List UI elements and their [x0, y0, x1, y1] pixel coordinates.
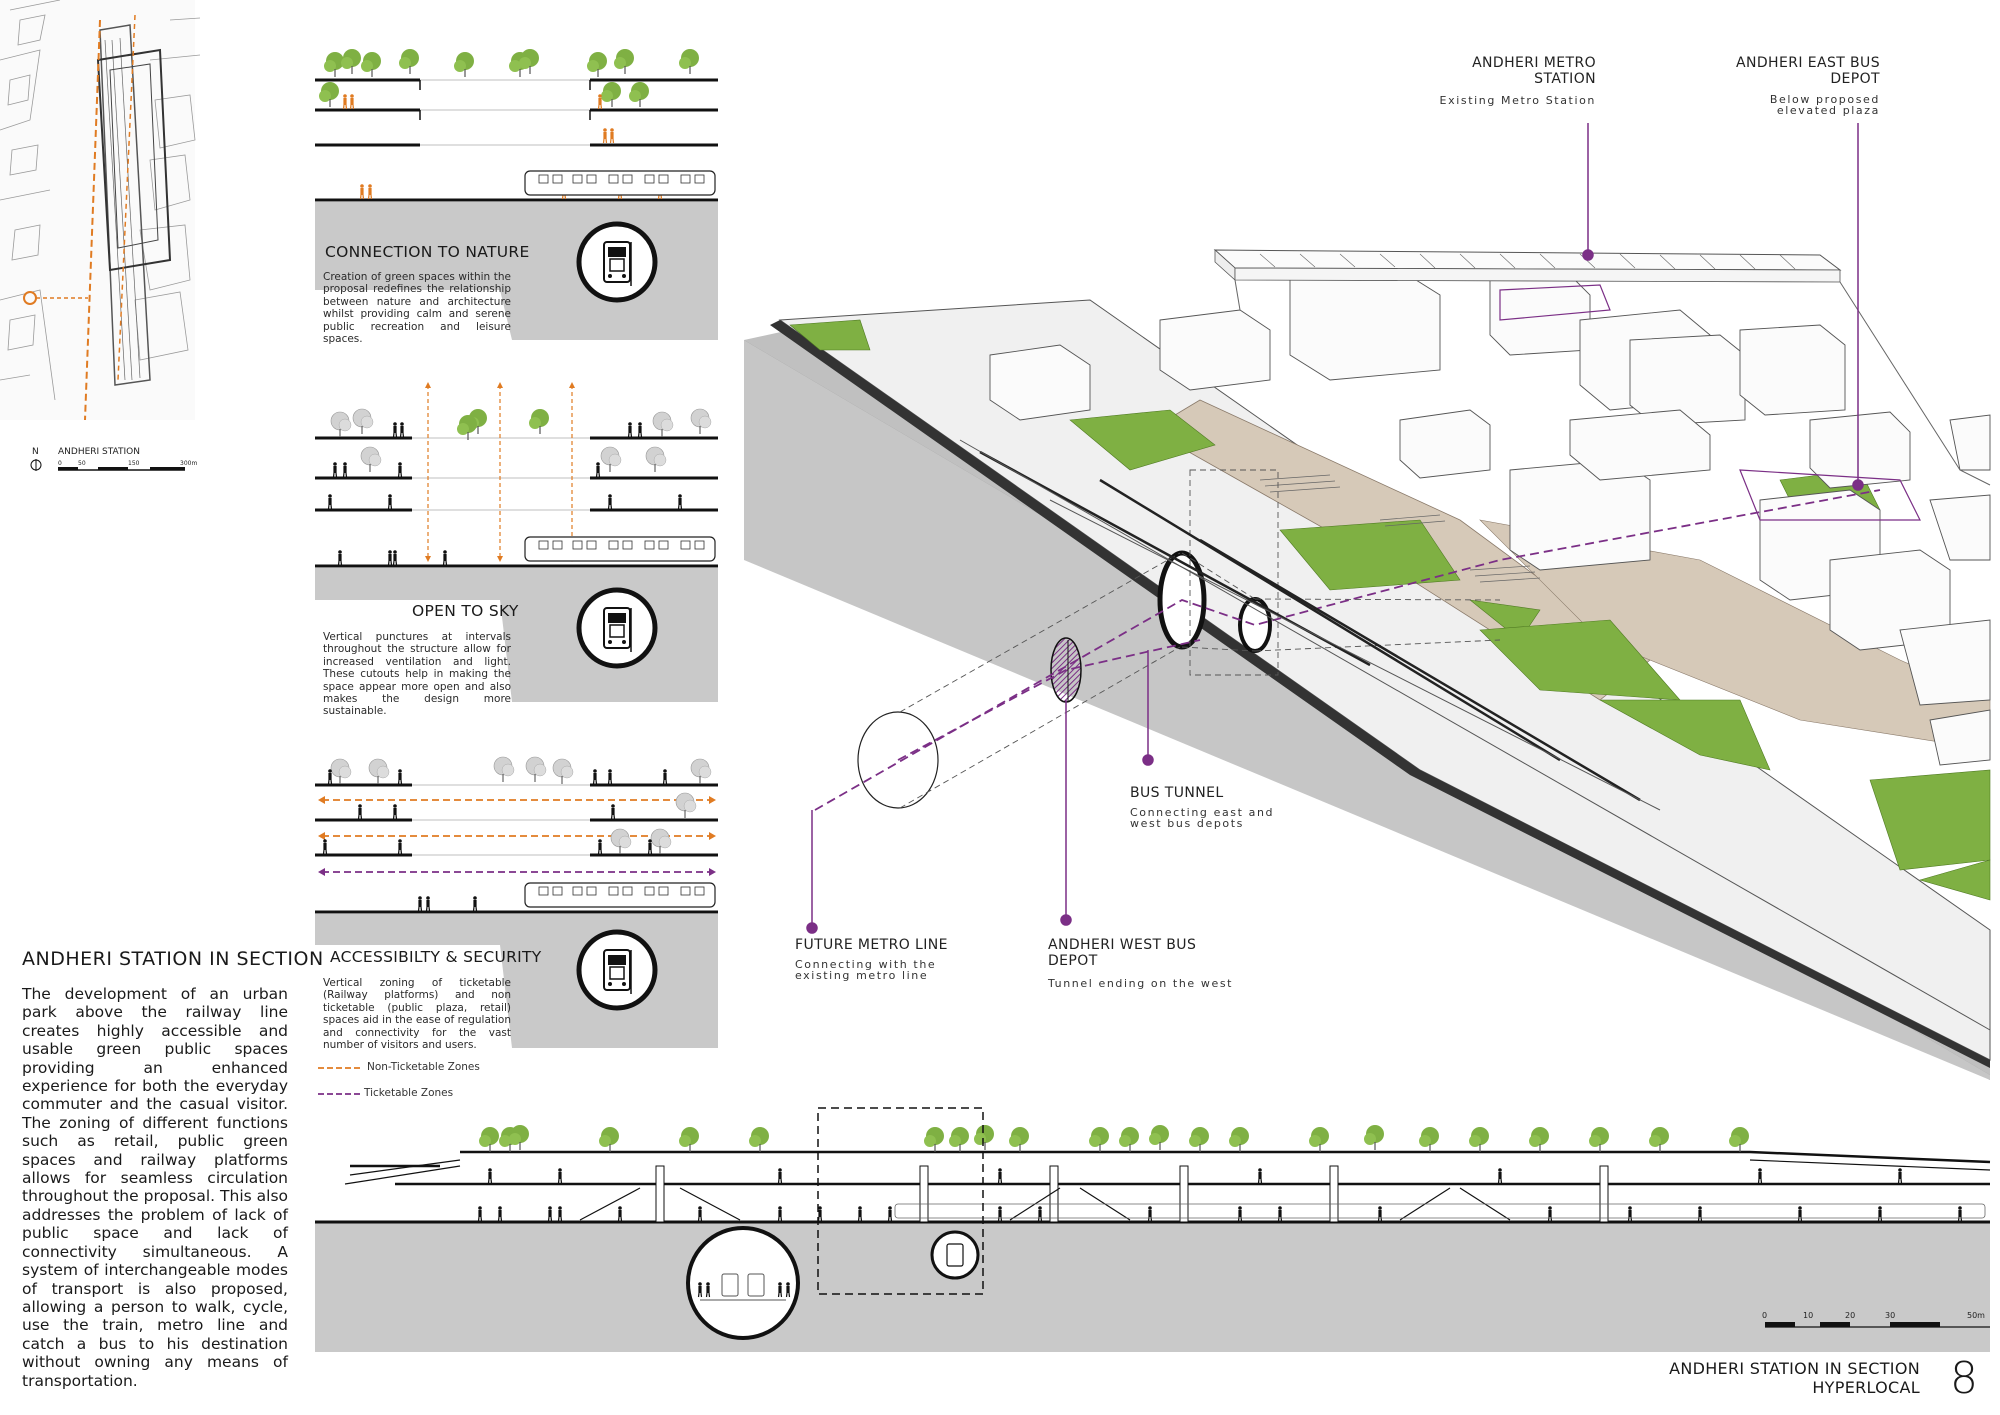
callout-east-depot-sub-1: Below proposed	[1769, 93, 1880, 106]
callout-bus-tunnel: BUS TUNNEL Connecting east and west bus …	[1130, 785, 1310, 829]
panel-sky-body: Vertical punctures at intervals througho…	[323, 631, 511, 718]
panel-access-body: Vertical zoning of ticketable (Railway p…	[323, 977, 511, 1052]
page-number: 8	[1950, 1353, 1978, 1404]
panel-nature-title: CONNECTION TO NATURE	[325, 243, 530, 261]
legend-lines	[318, 1067, 362, 1095]
callout-bus-tunnel-title: BUS TUNNEL	[1130, 785, 1224, 801]
section-scale-1: 10	[1803, 1311, 1814, 1320]
axonometric-view	[744, 123, 1991, 1080]
site-map	[0, 0, 201, 471]
callout-west-depot-sub: Tunnel ending on the west	[1048, 977, 1234, 990]
intro-title: ANDHERI STATION IN SECTION	[22, 948, 324, 970]
legend-non-ticketable: Non-Ticketable Zones	[367, 1061, 480, 1073]
section-scale-4: 50m	[1967, 1311, 1985, 1320]
accessibility-section	[315, 756, 718, 1048]
footer-line-1: ANDHERI STATION IN SECTION	[1669, 1359, 1920, 1378]
callout-metro-line: FUTURE METRO LINE Connecting with the ex…	[795, 937, 995, 981]
callout-metro-station: ANDHERI METRO STATION Existing Metro Sta…	[1420, 55, 1596, 107]
callout-bus-tunnel-sub-1: Connecting east and	[1130, 806, 1275, 819]
callout-east-depot-title-1: ANDHERI EAST BUS	[1736, 55, 1880, 71]
callout-metro-station-sub: Existing Metro Station	[1439, 94, 1596, 107]
north-label: N	[32, 447, 39, 457]
footer-line-2: HYPERLOCAL	[1812, 1378, 1920, 1397]
callout-east-depot-title-2: DEPOT	[1830, 71, 1880, 87]
callout-west-depot: ANDHERI WEST BUS DEPOT Tunnel ending on …	[1048, 937, 1258, 990]
callout-west-depot-title-1: ANDHERI WEST BUS	[1048, 937, 1197, 953]
site-scale-3: 300m	[180, 460, 198, 467]
callout-west-depot-title-2: DEPOT	[1048, 953, 1098, 969]
callout-metro-station-title-2: STATION	[1534, 71, 1596, 87]
legend-ticketable: Ticketable Zones	[364, 1087, 454, 1099]
callout-bus-tunnel-sub-2: west bus depots	[1130, 817, 1244, 830]
long-section	[315, 1107, 1991, 1352]
nature-section	[315, 48, 718, 340]
callout-east-depot: ANDHERI EAST BUS DEPOT Below proposed el…	[1700, 55, 1880, 116]
callout-metro-line-title: FUTURE METRO LINE	[795, 937, 948, 953]
footer-title: ANDHERI STATION IN SECTION HYPERLOCAL	[1620, 1359, 1920, 1397]
panel-nature-body: Creation of green spaces within the prop…	[323, 271, 511, 346]
open-to-sky-section	[315, 382, 718, 702]
callout-east-depot-sub-2: elevated plaza	[1776, 104, 1880, 117]
intro-body: The development of an urban park above t…	[22, 985, 288, 1390]
site-scale-1: 50	[78, 460, 86, 467]
site-station-label: ANDHERI STATION	[58, 447, 140, 457]
section-scale-3: 30	[1885, 1311, 1896, 1320]
site-scale-2: 150	[128, 460, 140, 467]
callout-metro-line-sub-1: Connecting with the	[795, 958, 937, 971]
callout-metro-station-title-1: ANDHERI METRO	[1472, 55, 1596, 71]
callout-metro-line-sub-2: existing metro line	[795, 969, 929, 982]
site-scale-0: 0	[58, 460, 62, 467]
panel-access-title: ACCESSIBILTY & SECURITY	[330, 948, 542, 966]
section-scale-2: 20	[1845, 1311, 1856, 1320]
panel-sky-title: OPEN TO SKY	[412, 602, 519, 620]
section-scale-0: 0	[1762, 1311, 1768, 1320]
